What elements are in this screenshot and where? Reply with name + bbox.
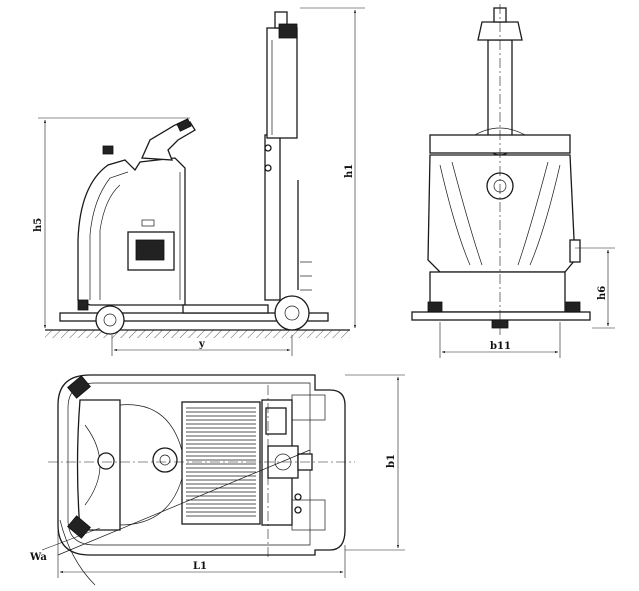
h6-label: h6: [597, 286, 608, 300]
Wa-label: Wa: [29, 552, 47, 563]
b11-label: b11: [490, 341, 511, 352]
top-leader-line: [57, 449, 311, 556]
panel-display: [135, 239, 165, 261]
front-contour-left: [439, 164, 471, 266]
ground-hatch: [45, 330, 350, 338]
y-label: y: [198, 339, 206, 350]
front-caster-left: [427, 301, 443, 313]
top-steer-unit-inner: [159, 454, 171, 466]
top-view: b1 L1 Wa: [29, 374, 405, 586]
drive-wheel: [95, 305, 125, 335]
mast-outer: [264, 134, 281, 301]
top-bolt-1: [294, 493, 302, 501]
front-side-box: [569, 239, 581, 263]
tiller-grip: [176, 118, 192, 132]
side-view: h1 h5 y: [33, 7, 365, 356]
top-fork-upper: [291, 394, 326, 421]
top-caster-top: [67, 375, 91, 399]
Wa-leader: [41, 527, 101, 551]
load-wheel-hub: [284, 305, 300, 321]
front-contour-right: [529, 164, 561, 266]
caster-front: [77, 299, 89, 311]
h1-label: h1: [344, 164, 355, 178]
mast-cap: [278, 23, 298, 39]
front-contour-left-2: [451, 161, 483, 266]
load-wheel: [274, 295, 310, 331]
tiller-arm: [141, 121, 196, 161]
b1-label: b1: [386, 454, 397, 468]
h5-label: h5: [33, 218, 44, 232]
drive-wheel-hub: [103, 313, 117, 327]
platform: [182, 304, 269, 314]
body-contour-1: [89, 171, 129, 300]
battery-ribs: [186, 407, 256, 517]
top-bolt-2: [294, 506, 302, 514]
front-caster-right: [565, 301, 581, 313]
front-contour-right-2: [517, 161, 549, 266]
panel-indicator: [141, 219, 155, 227]
Wa-arc: [59, 519, 96, 586]
front-view: b11 h6: [411, 4, 615, 358]
front-chassis: [429, 271, 566, 313]
top-component-box: [265, 407, 287, 435]
top-tiller-hub: [97, 452, 115, 470]
front-base-plate: [411, 311, 591, 321]
body-contour-2: [99, 184, 121, 300]
mast-bolt-1: [264, 144, 272, 152]
key-switch: [102, 145, 114, 155]
mast-bolt-2: [264, 164, 272, 172]
L1-label: L1: [193, 561, 207, 572]
top-caster-bottom: [67, 515, 91, 539]
mast-inner: [266, 27, 298, 139]
top-fork-lower: [291, 499, 326, 531]
top-steer-unit: [152, 447, 178, 473]
